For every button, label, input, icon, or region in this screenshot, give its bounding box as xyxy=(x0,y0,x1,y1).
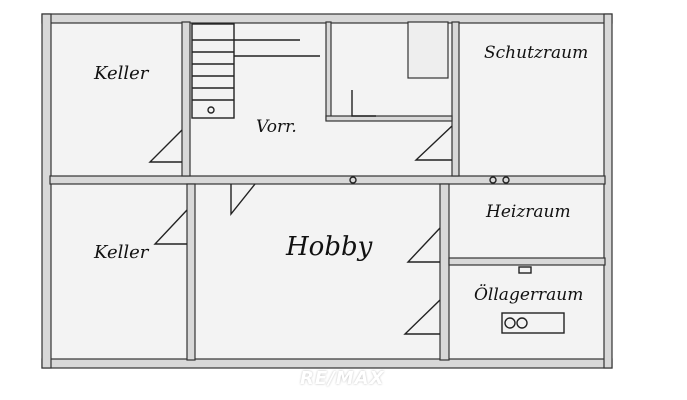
room-label-vorr: Vorr. xyxy=(256,117,297,137)
outer-wall-bottom xyxy=(41,358,613,369)
wall-heiz-oellager xyxy=(448,257,606,266)
doors xyxy=(148,90,453,335)
outer-wall-left xyxy=(41,13,52,369)
wall-vorr-schutzraum xyxy=(451,21,460,177)
wall-storage-bottom xyxy=(325,115,453,122)
wall-storage xyxy=(325,21,332,121)
room-label-keller-bottom: Keller xyxy=(94,242,149,263)
shaft xyxy=(407,21,449,79)
staircase xyxy=(191,23,320,119)
fixtures xyxy=(349,176,565,334)
room-label-keller-top: Keller xyxy=(94,63,149,84)
watermark-logo: RE/MAX xyxy=(300,368,385,389)
middle-wall xyxy=(49,175,606,185)
outer-wall-right xyxy=(603,13,613,369)
room-label-oellagerraum: Öllagerraum xyxy=(474,285,584,305)
wall-keller-vorr xyxy=(181,21,191,177)
wall-keller-hobby xyxy=(186,183,196,361)
room-label-heizraum: Heizraum xyxy=(486,202,571,222)
room-label-hobby: Hobby xyxy=(286,232,373,262)
wall-hobby-heizraum xyxy=(439,183,450,361)
room-label-schutzraum: Schutzraum xyxy=(484,43,589,63)
